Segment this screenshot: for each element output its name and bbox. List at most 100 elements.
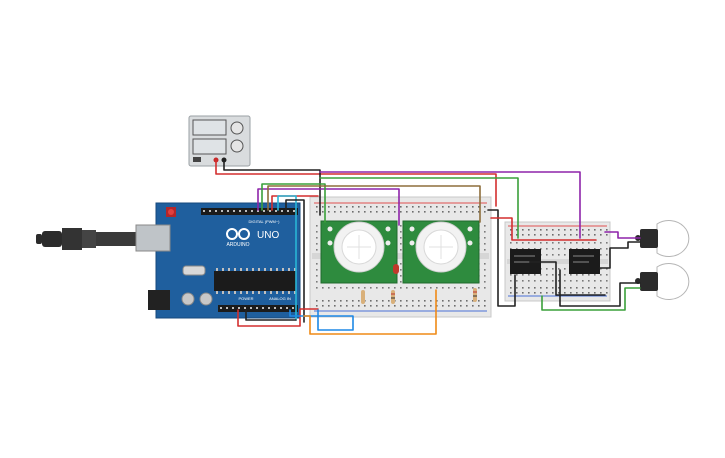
wire-red-bottom[interactable] xyxy=(237,308,319,327)
wire-black-bottom[interactable] xyxy=(245,309,297,321)
wire-purple-relay[interactable] xyxy=(319,171,581,239)
wire-cyan[interactable] xyxy=(277,195,297,321)
wire-brown[interactable] xyxy=(267,185,481,223)
wires xyxy=(215,159,641,335)
hole xyxy=(600,234,602,236)
hole xyxy=(226,307,228,309)
hole xyxy=(388,300,390,302)
hole xyxy=(340,300,342,302)
hole xyxy=(346,206,348,208)
hole xyxy=(334,300,336,302)
hole xyxy=(400,231,402,233)
arduino-uno[interactable]: ARDUINO UNO DIGITAL (PWM~) POWER ANALOG … xyxy=(36,202,301,319)
hole xyxy=(346,300,348,302)
wire-black-relay-2[interactable] xyxy=(529,261,606,296)
arduino-brand: ARDUINO xyxy=(226,242,249,248)
hole xyxy=(466,206,468,208)
hole xyxy=(484,300,486,302)
wire-black-bulb-2[interactable] xyxy=(559,269,641,307)
hole xyxy=(606,274,608,276)
hole xyxy=(570,229,572,231)
hole xyxy=(228,291,230,294)
hole xyxy=(472,305,474,307)
hole xyxy=(400,206,402,208)
hole xyxy=(454,287,456,289)
hole xyxy=(564,234,566,236)
wire-orange[interactable] xyxy=(303,289,437,335)
hole xyxy=(534,292,536,294)
hole xyxy=(570,274,572,276)
hole xyxy=(466,305,468,307)
hole xyxy=(484,305,486,307)
hole xyxy=(294,291,296,294)
relay-2[interactable] xyxy=(569,249,600,274)
hole xyxy=(234,291,236,294)
hole xyxy=(448,206,450,208)
hole xyxy=(576,287,578,289)
hole xyxy=(216,291,218,294)
red-led[interactable] xyxy=(393,264,399,274)
hole xyxy=(540,242,542,244)
wire-green-relay[interactable] xyxy=(319,177,519,239)
hole xyxy=(466,300,468,302)
hole xyxy=(516,234,518,236)
hole xyxy=(400,263,402,265)
resistor-3[interactable] xyxy=(473,288,477,302)
hole xyxy=(322,211,324,213)
bulb-2[interactable] xyxy=(635,263,690,300)
hole xyxy=(352,206,354,208)
hole xyxy=(570,242,572,244)
hole xyxy=(522,229,524,231)
wire-black-top[interactable] xyxy=(285,199,305,323)
hole xyxy=(546,268,548,270)
pir-sensor-1[interactable] xyxy=(320,220,398,284)
wire-black-relay-1[interactable] xyxy=(487,209,516,307)
wire-green-1[interactable] xyxy=(261,183,326,223)
hole xyxy=(424,305,426,307)
hole xyxy=(594,229,596,231)
hole xyxy=(382,211,384,213)
pir-sensor-2[interactable] xyxy=(402,220,480,284)
wire-blue[interactable] xyxy=(289,309,354,331)
hole xyxy=(594,248,596,250)
resistor-2[interactable] xyxy=(391,290,395,304)
hole xyxy=(484,206,486,208)
power-supply[interactable] xyxy=(188,115,251,167)
hole xyxy=(600,274,602,276)
hole xyxy=(376,287,378,289)
wire-psu-red[interactable] xyxy=(215,159,497,207)
relay-1[interactable] xyxy=(510,249,541,274)
hole xyxy=(246,268,248,271)
wire-red-top[interactable] xyxy=(271,195,319,211)
wire-red-relay[interactable] xyxy=(490,217,597,241)
wire-purple[interactable] xyxy=(257,188,400,226)
arduino-logo-icon xyxy=(226,228,250,240)
wire-purple-bulb[interactable] xyxy=(604,231,641,239)
hole xyxy=(203,210,205,212)
hole xyxy=(600,248,602,250)
hole xyxy=(552,280,554,282)
hole xyxy=(516,242,518,244)
hole xyxy=(552,254,554,256)
hole xyxy=(328,206,330,208)
hole xyxy=(588,287,590,289)
hole xyxy=(250,307,252,309)
hole xyxy=(216,268,218,271)
hole xyxy=(540,280,542,282)
resistor-1[interactable] xyxy=(361,290,365,304)
wire-black-bulb-1[interactable] xyxy=(599,241,641,269)
wire-psu-black[interactable] xyxy=(223,159,321,216)
hole xyxy=(460,305,462,307)
hole xyxy=(418,287,420,289)
hole xyxy=(484,275,486,277)
hole xyxy=(582,287,584,289)
hole xyxy=(394,305,396,307)
bulb-1[interactable] xyxy=(635,220,690,257)
hole xyxy=(516,287,518,289)
hole xyxy=(552,268,554,270)
hole xyxy=(528,248,530,250)
hole xyxy=(400,275,402,277)
wire-green-bulb[interactable] xyxy=(541,287,641,311)
hole xyxy=(424,211,426,213)
hole xyxy=(546,287,548,289)
